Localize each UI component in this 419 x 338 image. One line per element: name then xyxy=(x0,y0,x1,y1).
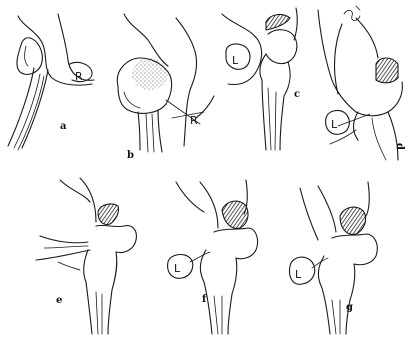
panel-a-label: a xyxy=(60,121,67,132)
panel-d: L d xyxy=(318,6,405,160)
panel-g-label: g xyxy=(346,302,353,313)
panel-d-side-marker: L xyxy=(331,118,338,131)
panel-f-label: f xyxy=(202,294,207,305)
panel-e: e xyxy=(36,178,136,334)
panel-c-hatched-roof xyxy=(266,15,290,30)
panel-c-label: c xyxy=(294,89,300,100)
panel-d-label: d xyxy=(394,143,405,150)
panel-c-side-marker: L xyxy=(232,54,239,67)
panel-b-side-marker: R xyxy=(190,114,198,127)
panel-b-stippled-area xyxy=(132,58,168,90)
panel-c: L c xyxy=(222,8,300,150)
panel-e-label: e xyxy=(56,295,62,306)
panel-f: L f xyxy=(168,180,258,334)
panel-a: R a xyxy=(8,14,94,150)
panel-d-hatched-roof xyxy=(376,58,398,83)
panel-e-hatched-roof xyxy=(98,204,119,225)
panel-g-side-marker: L xyxy=(295,268,302,281)
panel-f-hatched-roof xyxy=(222,201,248,228)
panel-b: R b xyxy=(117,14,214,161)
panel-b-label: b xyxy=(127,150,134,161)
panel-g-hatched-roof xyxy=(340,207,366,234)
panel-f-side-marker: L xyxy=(174,262,181,275)
panel-g: L g xyxy=(290,182,378,334)
panel-a-side-marker: R xyxy=(75,70,83,83)
